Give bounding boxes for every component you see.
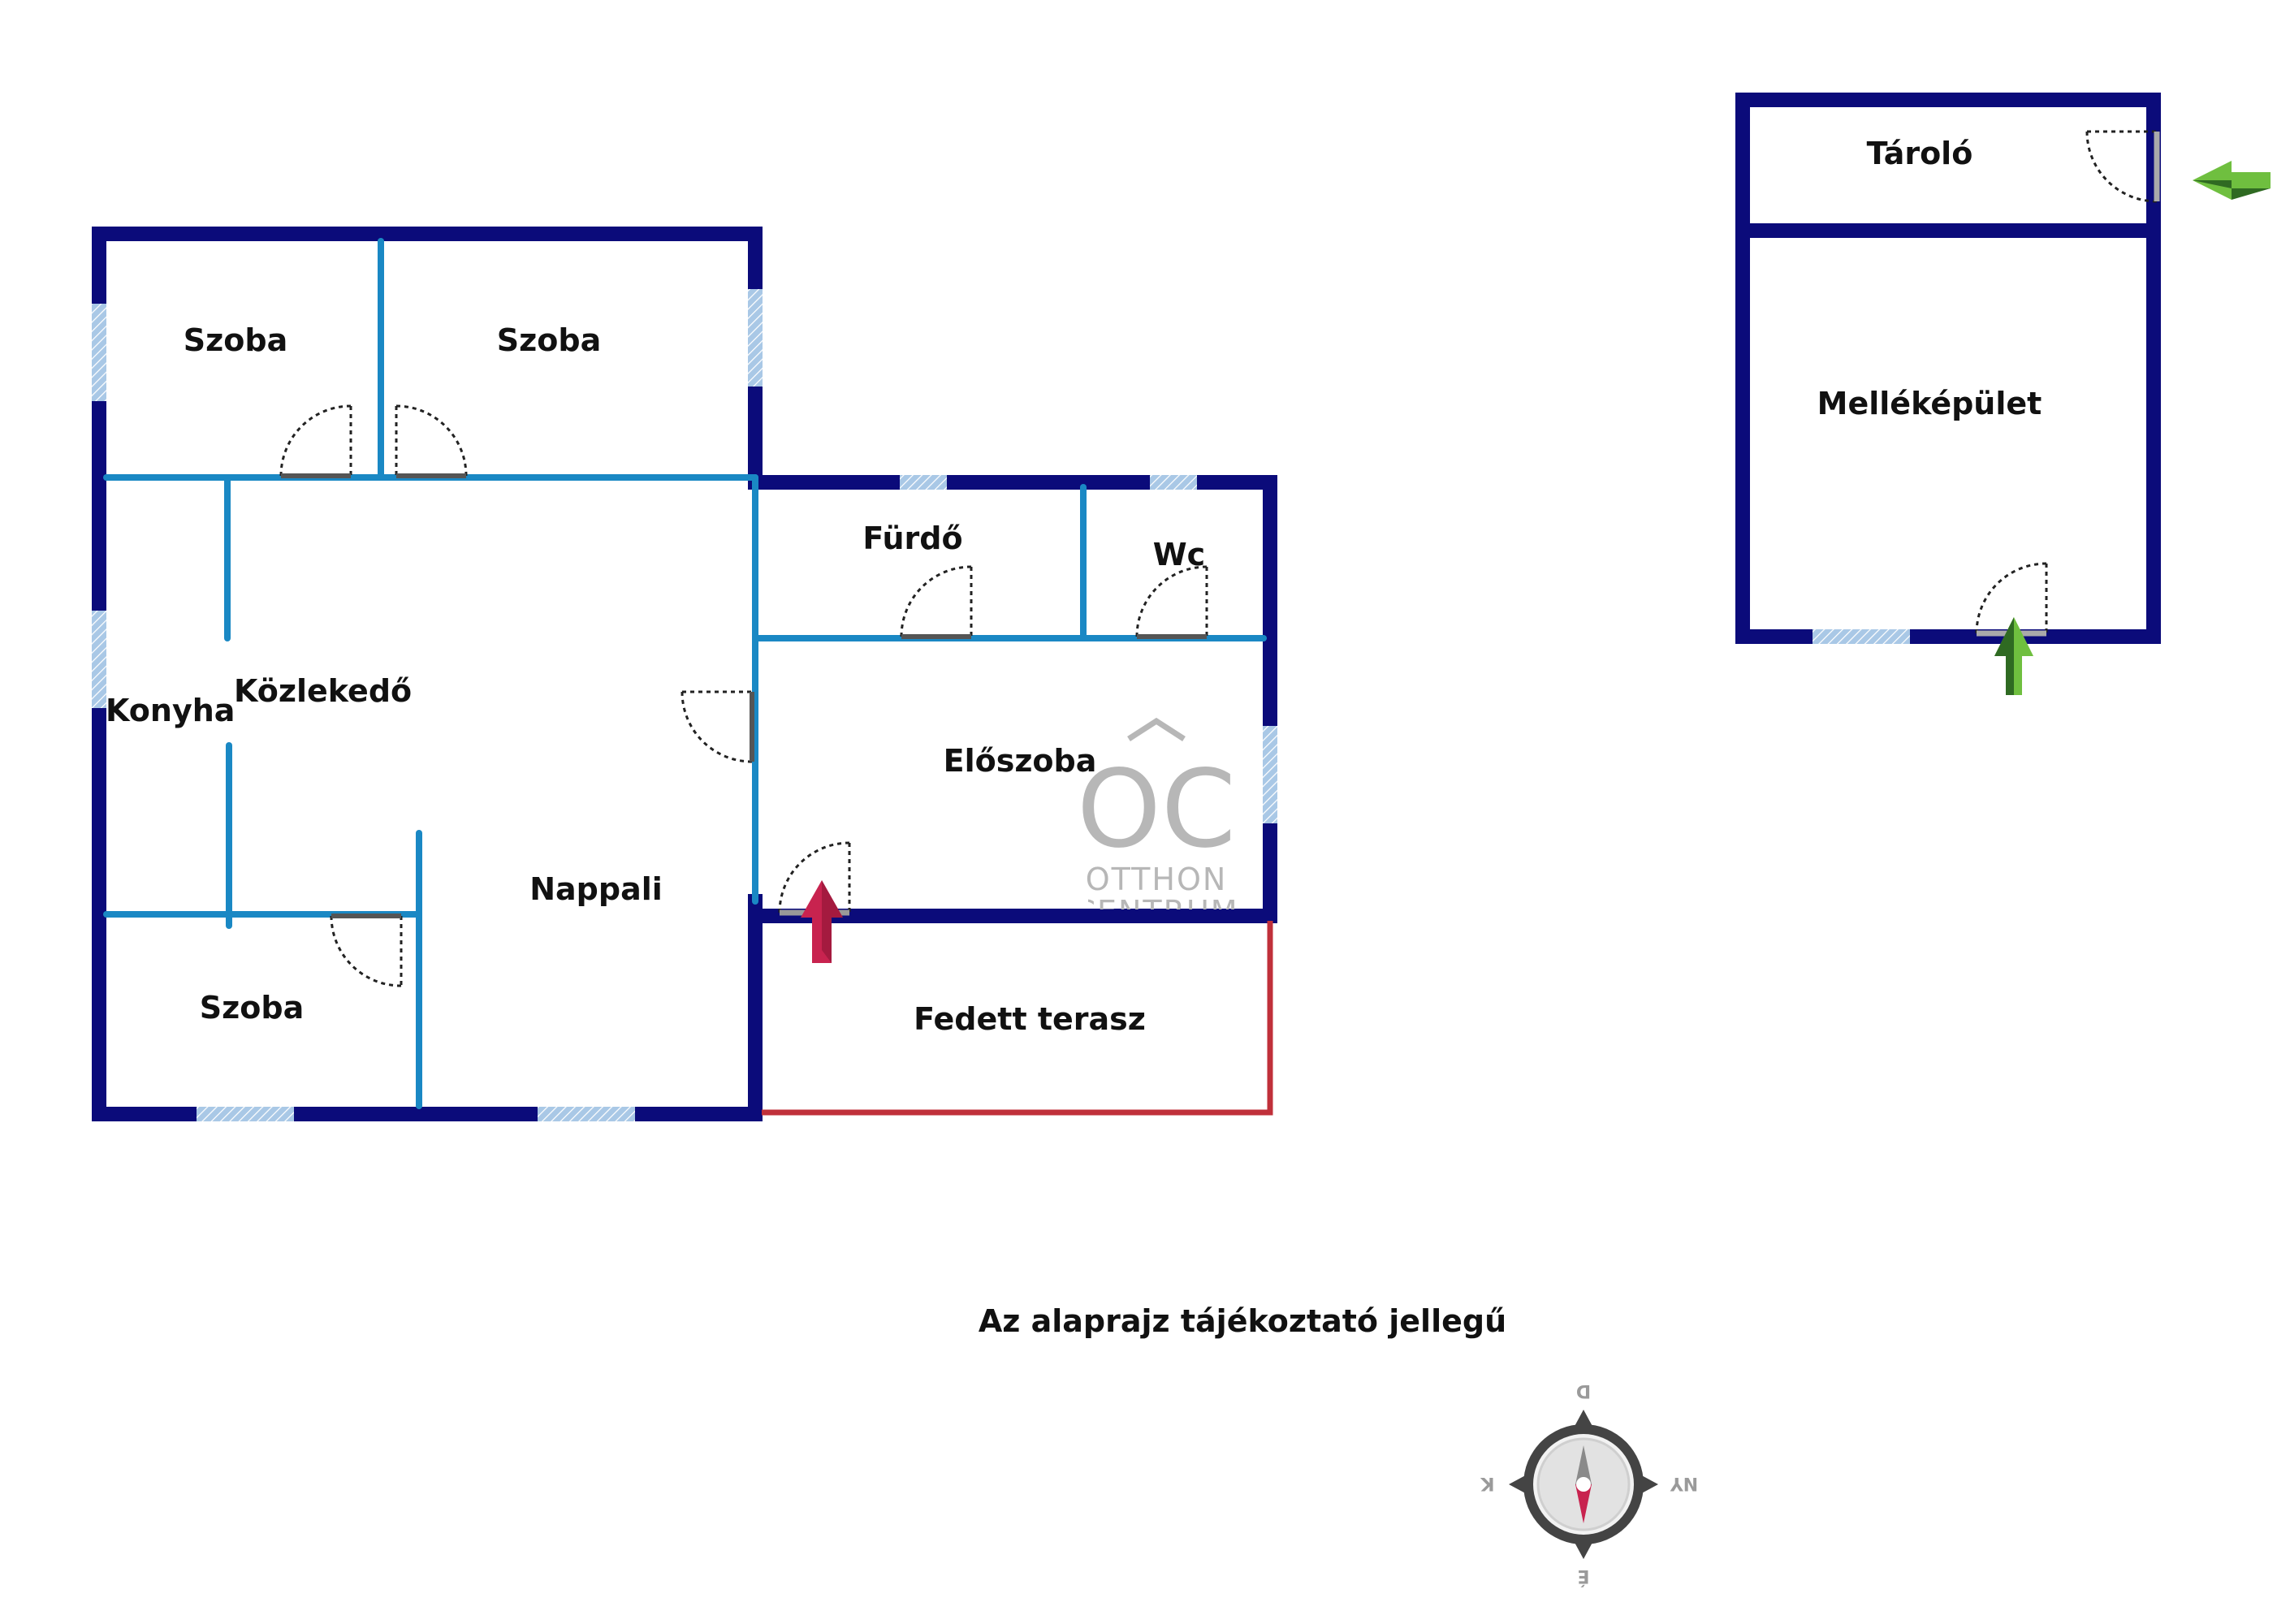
entry-arrow-icon [801, 880, 843, 963]
compass-label-top: D [1576, 1380, 1591, 1401]
windows [92, 289, 1277, 1121]
compass-label-right: NY [1670, 1473, 1698, 1493]
room-label-tarolo: Tároló [1867, 136, 1973, 171]
room-label-mellekepulet: Melléképület [1817, 386, 2042, 421]
door-szoba-2 [395, 404, 468, 478]
room-label-konyha: Konyha [106, 693, 235, 728]
room-label-szoba-2: Szoba [497, 322, 601, 358]
door-szoba-1 [279, 404, 352, 478]
outbuilding-doors [1975, 130, 2160, 637]
room-label-fedett-terasz: Fedett terasz [914, 1001, 1146, 1037]
plan-note: Az alaprajz tájékoztató jellegű [979, 1303, 1506, 1339]
compass-icon: D K NY É [1480, 1380, 1699, 1587]
door-wc [1135, 565, 1208, 639]
otthon-centrum-logo-icon: OC OTTHON CENTRUM [1074, 717, 1238, 930]
door-furdo [900, 565, 973, 639]
logo-line-1: OTTHON [1086, 862, 1228, 897]
compass-label-left: K [1480, 1473, 1495, 1493]
outbuilding-walls [1735, 93, 2161, 644]
terrace-edge [762, 921, 1273, 1116]
outbuilding-windows [1813, 629, 1910, 644]
room-label-eloszoba: Előszoba [944, 743, 1097, 779]
room-label-szoba-1: Szoba [184, 322, 287, 358]
room-label-furdo: Fürdő [862, 520, 962, 556]
door-nappali [681, 690, 754, 763]
room-label-nappali: Nappali [529, 871, 663, 907]
logo-mark: OC [1077, 747, 1236, 872]
door-tarolo [2085, 130, 2160, 203]
room-label-wc: Wc [1153, 537, 1205, 572]
entry-arrow-icon [2193, 161, 2271, 200]
door-szoba-3 [330, 914, 403, 987]
compass-label-bottom: É [1577, 1566, 1589, 1587]
entry-arrow-icon [1994, 617, 2033, 695]
logo-line-2: CENTRUM [1074, 894, 1238, 930]
room-label-szoba-3: Szoba [200, 990, 304, 1026]
room-label-kozlekedo: Közlekedő [234, 673, 412, 709]
